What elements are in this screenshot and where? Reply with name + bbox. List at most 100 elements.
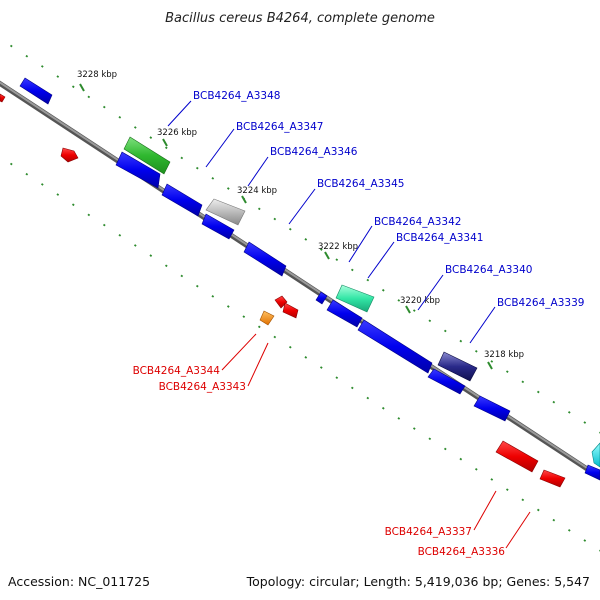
ruler-dot <box>25 54 29 58</box>
gene-arrow[interactable] <box>201 213 235 240</box>
ruler-dot <box>428 437 432 441</box>
ruler-dot <box>56 75 60 78</box>
ruler-dot <box>87 95 91 99</box>
gene-arrow[interactable] <box>274 295 288 309</box>
gene-arrow[interactable] <box>243 241 287 277</box>
gene-label[interactable]: BCB4264_A3337 <box>385 526 472 538</box>
ruler-dot <box>381 406 385 410</box>
ruler-dot <box>583 421 587 424</box>
ruler-dot <box>443 447 447 451</box>
genome-summary-text: Topology: circular; Length: 5,419,036 bp… <box>246 574 590 589</box>
genome-backbone <box>0 80 600 481</box>
ruler-dot <box>350 268 354 272</box>
tick-mark <box>405 305 411 314</box>
gene-arrow[interactable] <box>473 395 511 422</box>
gene-arrow[interactable] <box>539 469 566 488</box>
gene-arrow[interactable] <box>0 93 6 103</box>
ruler-dot <box>397 299 401 302</box>
ruler-dot <box>195 284 199 288</box>
gene-label[interactable]: BCB4264_A3340 <box>445 264 532 276</box>
ruler-dot <box>71 203 75 207</box>
gene-label[interactable]: BCB4264_A3348 <box>193 90 280 102</box>
ruler-dot <box>319 366 323 369</box>
label-leader-lines <box>167 100 531 549</box>
gene-arrow[interactable] <box>19 77 53 105</box>
ruler-dot <box>102 105 106 109</box>
gene-label[interactable]: BCB4264_A3342 <box>374 216 461 228</box>
reverse-strand-genes <box>0 93 566 488</box>
gene-arrow[interactable] <box>123 136 171 175</box>
gene-label[interactable]: BCB4264_A3343 <box>159 381 246 393</box>
tick-label: 3222 kbp <box>318 242 358 252</box>
gene-arrow[interactable] <box>335 284 375 313</box>
ruler-dot <box>490 360 494 363</box>
gene-label[interactable]: BCB4264_A3346 <box>270 146 358 158</box>
gene-arrow[interactable] <box>495 440 539 473</box>
tick-mark <box>487 361 493 370</box>
gene-arrow[interactable] <box>161 183 203 217</box>
tick-label: 3218 kbp <box>484 350 524 360</box>
gene-arrow[interactable] <box>584 464 600 481</box>
gene-label[interactable]: BCB4264_A3345 <box>317 178 404 190</box>
ruler-dot <box>164 264 168 268</box>
gene-arrow[interactable] <box>357 319 433 374</box>
gene-arrow[interactable] <box>205 198 246 226</box>
tick-label: 3228 kbp <box>77 70 117 80</box>
ruler-dot <box>257 207 261 211</box>
ruler-dot <box>397 417 401 420</box>
ruler-dot <box>180 274 184 278</box>
ruler-dot <box>412 309 416 312</box>
forward-strand-genes <box>19 77 600 468</box>
gene-arrow[interactable] <box>427 368 466 395</box>
ruler-dot <box>505 488 509 491</box>
gene-label[interactable]: BCB4264_A3336 <box>418 546 506 558</box>
ruler-dot <box>490 478 494 481</box>
tick-mark <box>79 83 85 92</box>
ruler-dot <box>40 65 44 68</box>
ruler-dot <box>304 238 308 241</box>
ruler-dot <box>149 136 153 139</box>
ruler-dot <box>211 177 215 180</box>
gene-arrow[interactable] <box>115 151 161 189</box>
gene-arrow[interactable] <box>437 351 478 382</box>
gene-arrow[interactable] <box>282 302 299 319</box>
ruler-dot <box>474 349 478 353</box>
ruler-dot <box>536 508 540 512</box>
ruler-dot <box>164 146 168 150</box>
gene-label[interactable]: BCB4264_A3347 <box>236 121 323 133</box>
ruler-dot <box>226 187 230 190</box>
ruler-dot <box>133 126 137 129</box>
ruler-dot <box>428 319 432 323</box>
ruler-dot <box>288 345 292 349</box>
ruler-dot <box>40 183 44 186</box>
gene-arrow[interactable] <box>315 291 328 305</box>
accession-text: Accession: NC_011725 <box>8 574 150 589</box>
ruler-dot <box>9 44 13 48</box>
ruler-dot <box>304 356 308 359</box>
ruler-dot <box>474 467 478 471</box>
gene-label[interactable]: BCB4264_A3341 <box>396 232 483 244</box>
gene-arrow[interactable] <box>326 299 363 328</box>
ruler-dot-lines <box>9 44 600 552</box>
gene-arrow[interactable] <box>259 310 275 326</box>
ruler-dot <box>366 396 370 400</box>
ruler-dot <box>211 295 215 298</box>
ruler-dot <box>505 370 509 373</box>
ruler-dot <box>257 325 261 329</box>
ruler-dot <box>583 539 587 542</box>
ruler-dot <box>412 427 416 430</box>
tick-label: 3220 kbp <box>400 296 440 306</box>
gene-arrow[interactable] <box>60 147 79 163</box>
ruler-dot <box>273 217 277 221</box>
gene-label[interactable]: BCB4264_A3344 <box>133 365 221 377</box>
ruler-dot <box>118 115 122 119</box>
ruler-dot <box>567 411 571 414</box>
ruler-dot <box>288 227 292 231</box>
gene-arrow[interactable] <box>591 442 600 468</box>
gene-label[interactable]: BCB4264_A3339 <box>497 297 584 309</box>
ruler-dot <box>567 529 571 532</box>
ruler-dot <box>443 329 447 333</box>
ruler-dot <box>9 162 13 166</box>
ruler-dot <box>536 390 540 394</box>
